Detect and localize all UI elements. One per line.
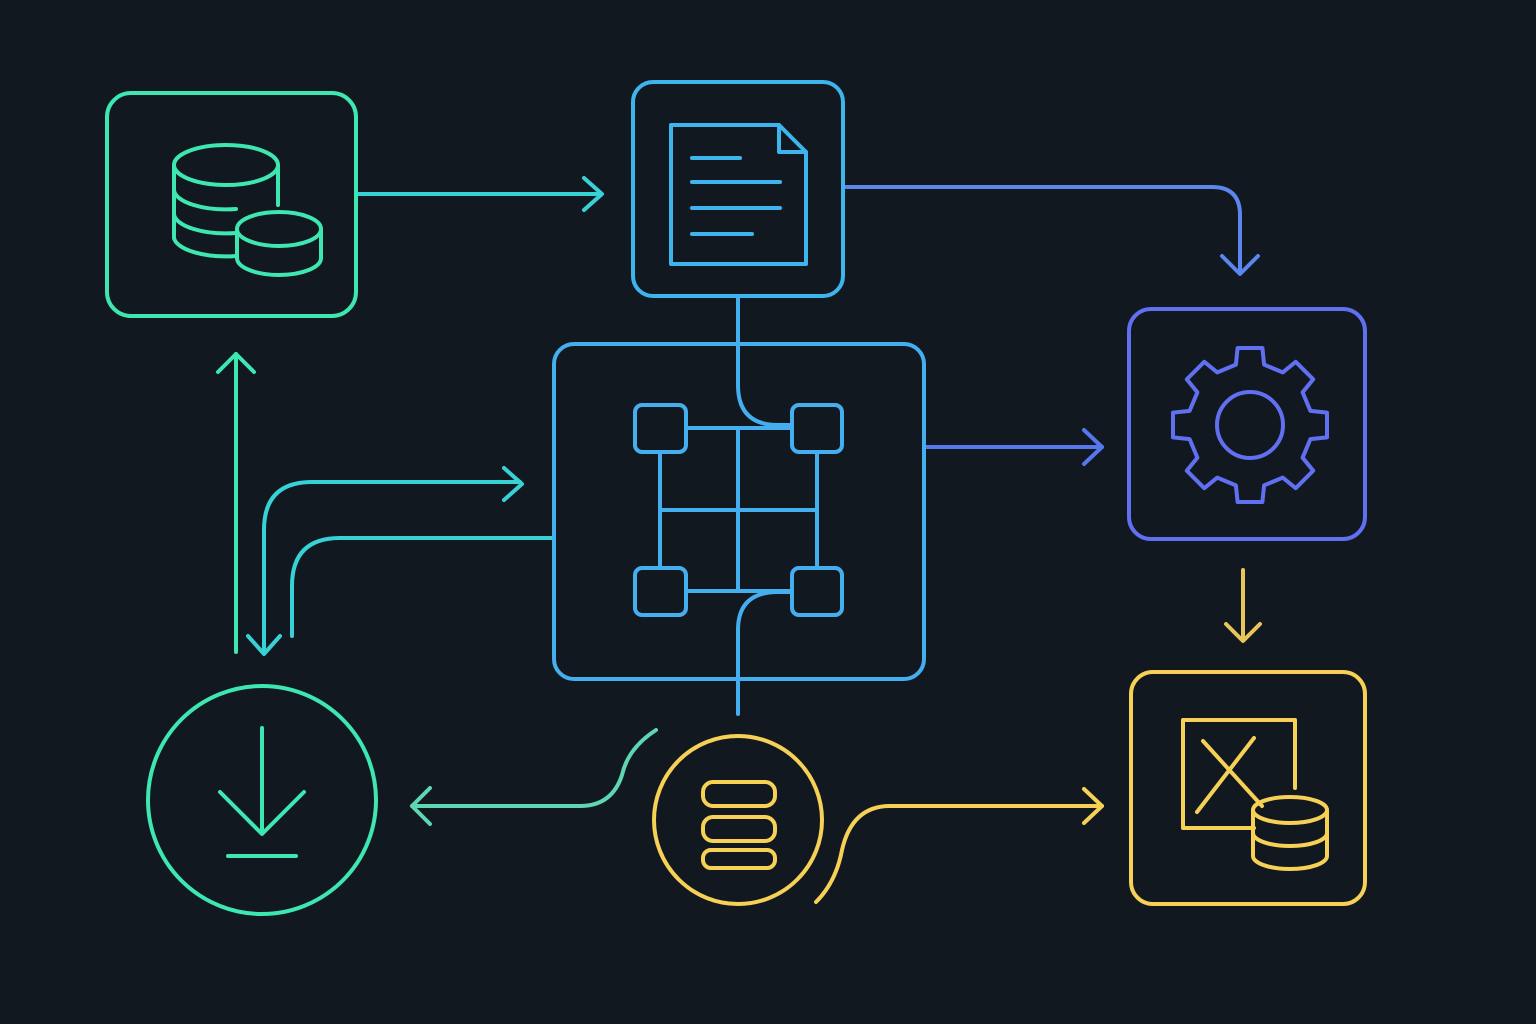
edge-download-to-databases bbox=[216, 352, 256, 654]
database-stack-icon bbox=[172, 143, 323, 277]
edge-document-to-network-hub bbox=[736, 296, 794, 427]
edge-storage-to-download bbox=[410, 728, 658, 826]
node-output[interactable] bbox=[1129, 670, 1367, 906]
edge-processing-to-output bbox=[1224, 568, 1262, 643]
server-stack-icon bbox=[701, 780, 777, 870]
node-processing[interactable] bbox=[1127, 307, 1367, 541]
node-storage[interactable] bbox=[652, 734, 824, 906]
network-grid-icon bbox=[633, 403, 844, 617]
node-document[interactable] bbox=[631, 80, 845, 298]
edge-download-to-network-hub bbox=[246, 466, 524, 656]
download-icon bbox=[218, 726, 306, 858]
gear-icon bbox=[1171, 346, 1329, 504]
edge-storage-to-output bbox=[814, 787, 1104, 904]
node-download[interactable] bbox=[146, 684, 378, 916]
document-icon bbox=[669, 123, 808, 266]
node-network-hub[interactable] bbox=[552, 342, 926, 681]
edge-databases-to-document bbox=[356, 176, 604, 212]
edge-network-hub-to-storage bbox=[736, 590, 794, 716]
edge-network-hub-to-download bbox=[290, 536, 556, 638]
node-databases[interactable] bbox=[105, 91, 358, 318]
data-export-icon bbox=[1181, 718, 1329, 871]
edge-network-hub-to-processing bbox=[922, 428, 1104, 466]
edge-document-to-processing bbox=[842, 185, 1260, 276]
